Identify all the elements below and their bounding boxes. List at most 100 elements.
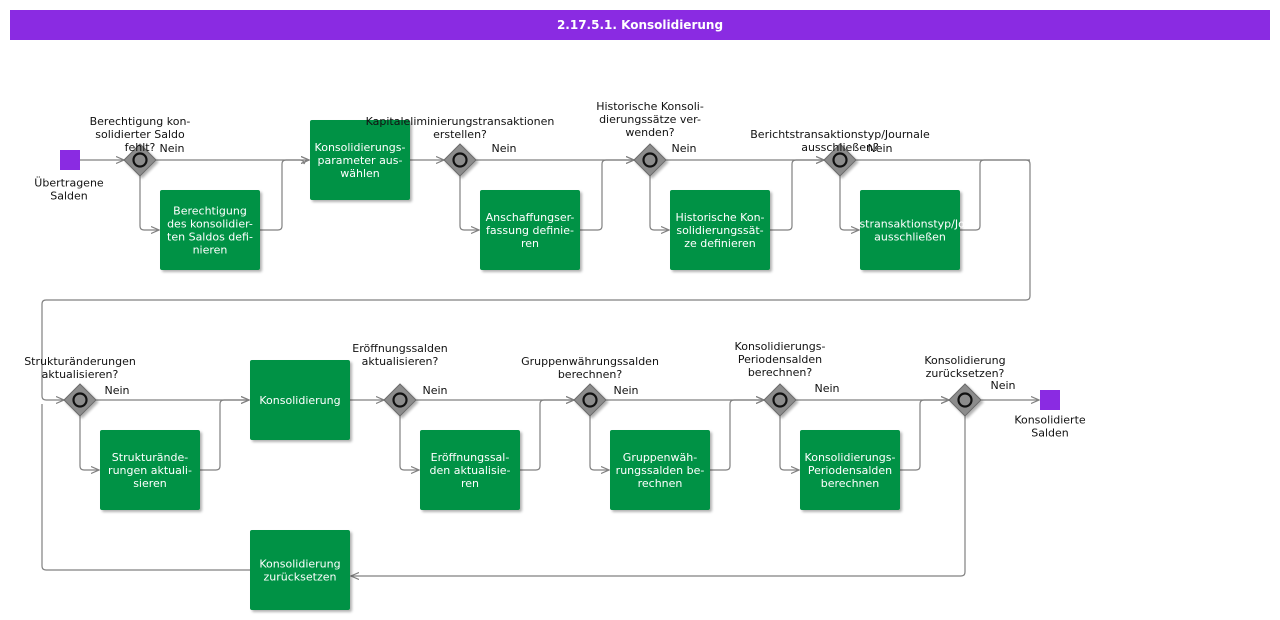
task-berichtstransaktionstyp-ausschliessen-label: ausschließen — [874, 231, 946, 244]
task-berechtigung-definieren[interactable] — [160, 190, 260, 270]
sequence-flow — [839, 176, 859, 230]
gateway-question-label: Konsolidierung — [924, 354, 1005, 367]
sequence-flow — [900, 400, 949, 471]
flow-label-nein: Nein — [491, 142, 516, 155]
sequence-flow — [459, 176, 479, 230]
flow-label-nein: Nein — [814, 382, 839, 395]
gateway-marker-icon — [772, 392, 788, 408]
gateway-question-label: Berechtigung kon- — [90, 115, 191, 128]
gateway-question-label: solidierter Saldo — [95, 128, 185, 141]
task-gruppenwaehrungssalden-berechnen-label: Gruppenwäh- — [623, 451, 697, 464]
task-konsolidierungsparameter-auswaehlen-label: parameter aus- — [318, 154, 403, 167]
start-event-label: Übertragene — [34, 177, 104, 190]
task-historische-konsolidierungssaetze-definieren-label: Historische Kon- — [675, 211, 764, 224]
gateway-question-label: zurücksetzen? — [926, 367, 1005, 380]
gateway-marker-icon — [72, 392, 88, 408]
sequence-flow — [649, 176, 669, 230]
task-eroeffnungssalden-aktualisieren[interactable] — [420, 430, 520, 510]
gateway-marker-icon — [832, 152, 848, 168]
task-anschaffungserfassung-definieren-label: ren — [521, 237, 539, 250]
flow-label-nein: Nein — [104, 384, 129, 397]
start-event[interactable] — [60, 150, 80, 170]
task-historische-konsolidierungssaetze-definieren-label: ze definieren — [684, 237, 756, 250]
gateway-question-label: erstellen? — [433, 128, 487, 141]
gateway-3[interactable] — [633, 143, 667, 177]
task-berechtigung-definieren-label: des konsolidier- — [167, 218, 253, 231]
gateway-question-label: Eröffnungssalden — [352, 342, 447, 355]
gateway-5[interactable] — [63, 383, 97, 417]
task-anschaffungserfassung-definieren-label: Anschaffungser- — [486, 211, 575, 224]
task-historische-konsolidierungssaetze-definieren-label: solidierungssät- — [676, 224, 763, 237]
task-eroeffnungssalden-aktualisieren-label: ren — [461, 477, 479, 490]
gateway-question-label: Berichtstransaktionstyp/Journale — [750, 128, 930, 141]
task-gruppenwaehrungssalden-berechnen-label: rechnen — [638, 477, 683, 490]
task-konsolidierung-zuruecksetzen-label: zurücksetzen — [264, 571, 337, 584]
task-anschaffungserfassung-definieren[interactable] — [480, 190, 580, 270]
flow-nodes: ÜbertrageneSaldenKonsolidierteSaldenBere… — [24, 100, 1086, 610]
task-konsolidierungs-periodensalden-berechnen-label: berechnen — [821, 477, 880, 490]
gateway-question-label: Kapitaleliminierungstransaktionen — [366, 115, 555, 128]
flow-label-nein: Nein — [422, 384, 447, 397]
flow-label-nein: Nein — [671, 142, 696, 155]
gateway-marker-icon — [392, 392, 408, 408]
sequence-flow — [770, 160, 824, 231]
gateway-8[interactable] — [763, 383, 797, 417]
gateway-marker-icon — [132, 152, 148, 168]
task-berechtigung-definieren-label: Berechtigung — [173, 205, 247, 218]
gateway-marker-icon — [642, 152, 658, 168]
end-event[interactable] — [1040, 390, 1060, 410]
flow-label-nein: Nein — [159, 142, 184, 155]
task-gruppenwaehrungssalden-berechnen[interactable] — [610, 430, 710, 510]
gateway-question-label: Strukturänderungen — [24, 355, 136, 368]
gateway-marker-icon — [957, 392, 973, 408]
sequence-flow — [200, 400, 249, 471]
gateway-question-label: ausschließen? — [801, 141, 879, 154]
gateway-marker-icon — [582, 392, 598, 408]
gateway-question-label: Konsolidierungs- — [735, 340, 826, 353]
gateway-4[interactable] — [823, 143, 857, 177]
task-konsolidierungs-periodensalden-berechnen-label: Periodensalden — [808, 464, 892, 477]
gateway-1[interactable] — [123, 143, 157, 177]
task-berechtigung-definieren-label: ten Saldos defi- — [167, 231, 253, 244]
gateway-7[interactable] — [573, 383, 607, 417]
task-konsolidierungs-periodensalden-berechnen[interactable] — [800, 430, 900, 510]
end-event-label: Konsolidierte — [1014, 414, 1086, 427]
gateway-question-label: fehlt? — [125, 141, 156, 154]
task-anschaffungserfassung-definieren-label: fassung definie- — [486, 224, 574, 237]
gateway-question-label: berechnen? — [558, 368, 623, 381]
flow-label-nein: Nein — [613, 384, 638, 397]
gateway-9[interactable] — [948, 383, 982, 417]
task-konsolidierung-label: Konsolidierung — [259, 394, 340, 407]
task-konsolidierung[interactable] — [250, 360, 350, 440]
flow-label-nein: Nein — [990, 379, 1015, 392]
task-konsolidierungs-periodensalden-berechnen-label: Konsolidierungs- — [805, 451, 896, 464]
flow-label-nein: Nein — [867, 142, 892, 155]
sequence-flow — [580, 160, 634, 231]
gateway-question-label: wenden? — [625, 126, 674, 139]
end-event-label: Salden — [1031, 427, 1069, 440]
task-konsolidierungsparameter-auswaehlen-label: wählen — [340, 167, 380, 180]
gateway-6[interactable] — [383, 383, 417, 417]
task-konsolidierung-zuruecksetzen-label: Konsolidierung — [259, 558, 340, 571]
diagram-title: 2.17.5.1. Konsolidierung — [10, 10, 1270, 40]
task-gruppenwaehrungssalden-berechnen-label: rungssalden be- — [616, 464, 705, 477]
task-strukturaenderungen-aktualisieren-label: rungen aktuali- — [108, 464, 192, 477]
sequence-flow — [41, 159, 1031, 400]
task-historische-konsolidierungssaetze-definieren[interactable] — [670, 190, 770, 270]
task-berichtstransaktionstyp-ausschliessen[interactable] — [860, 190, 960, 270]
sequence-flow — [710, 400, 764, 471]
task-strukturaenderungen-aktualisieren[interactable] — [100, 430, 200, 510]
task-strukturaenderungen-aktualisieren-label: Strukturände- — [112, 451, 188, 464]
sequence-flow — [779, 416, 799, 470]
gateway-2[interactable] — [443, 143, 477, 177]
task-konsolidierung-zuruecksetzen[interactable] — [250, 530, 350, 610]
gateway-question-label: berechnen? — [748, 366, 813, 379]
sequence-flow — [520, 400, 574, 471]
sequence-flow — [399, 416, 419, 470]
sequence-flows — [41, 159, 1039, 576]
sequence-flow — [351, 416, 966, 576]
task-konsolidierungsparameter-auswaehlen[interactable] — [310, 120, 410, 200]
gateway-question-label: aktualisieren? — [362, 355, 439, 368]
gateway-question-label: Periodensalden — [738, 353, 822, 366]
